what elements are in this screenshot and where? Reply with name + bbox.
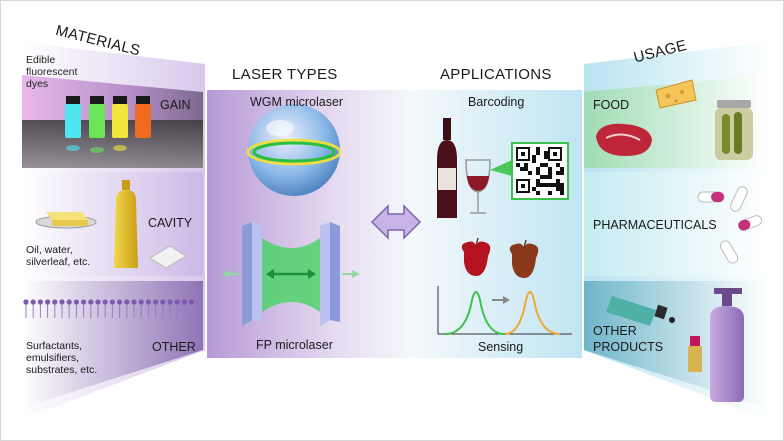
other-products-label-1: OTHER — [593, 324, 637, 338]
pickle-jar-icon — [715, 100, 753, 160]
gain-description: Edible fluorescent dyes — [26, 54, 78, 90]
pump-bottle-icon — [710, 288, 744, 402]
sensing-label: Sensing — [478, 340, 524, 354]
steak-icon — [596, 123, 652, 156]
tube-icon — [606, 296, 675, 326]
cheese-icon — [655, 79, 697, 109]
cavity-panel — [22, 172, 203, 276]
fp-label: FP microlaser — [256, 338, 333, 352]
wgm-sphere-icon — [246, 104, 342, 196]
wine-glass-icon — [465, 159, 491, 214]
applications-heading: APPLICATIONS — [440, 66, 552, 83]
barcoding-label: Barcoding — [468, 95, 525, 109]
laser-types-heading: LASER TYPES — [232, 66, 338, 83]
pills-icon — [697, 186, 763, 264]
butter-icon — [35, 212, 97, 229]
other-products-label-2: PRODUCTS — [593, 340, 664, 354]
ripe-apple-icon — [509, 239, 539, 278]
other-material-description: Surfactants, emulsifiers, substrates, et… — [26, 340, 98, 376]
oil-bottle-icon — [114, 180, 138, 268]
dye-vials-icon — [65, 96, 151, 153]
other-material-label: OTHER — [152, 340, 196, 354]
double-arrow-icon — [370, 204, 422, 240]
pharmaceuticals-label: PHARMACEUTICALS — [593, 218, 717, 232]
spectra-plot-icon — [437, 286, 572, 335]
silverleaf-icon — [149, 245, 187, 269]
cavity-label: CAVITY — [148, 216, 193, 230]
qr-code-icon — [511, 142, 569, 200]
fp-cavity-icon — [222, 222, 360, 326]
wine-bottle-icon — [437, 118, 457, 218]
fresh-apple-icon — [461, 237, 491, 276]
surfactant-molecules-icon — [23, 299, 195, 318]
cavity-description: Oil, water, silverleaf, etc. — [26, 244, 91, 268]
other-material-panel — [22, 281, 203, 408]
food-label: FOOD — [593, 98, 630, 112]
wgm-label: WGM microlaser — [250, 95, 344, 109]
lipstick-icon — [688, 336, 702, 372]
gain-label: GAIN — [160, 98, 191, 112]
